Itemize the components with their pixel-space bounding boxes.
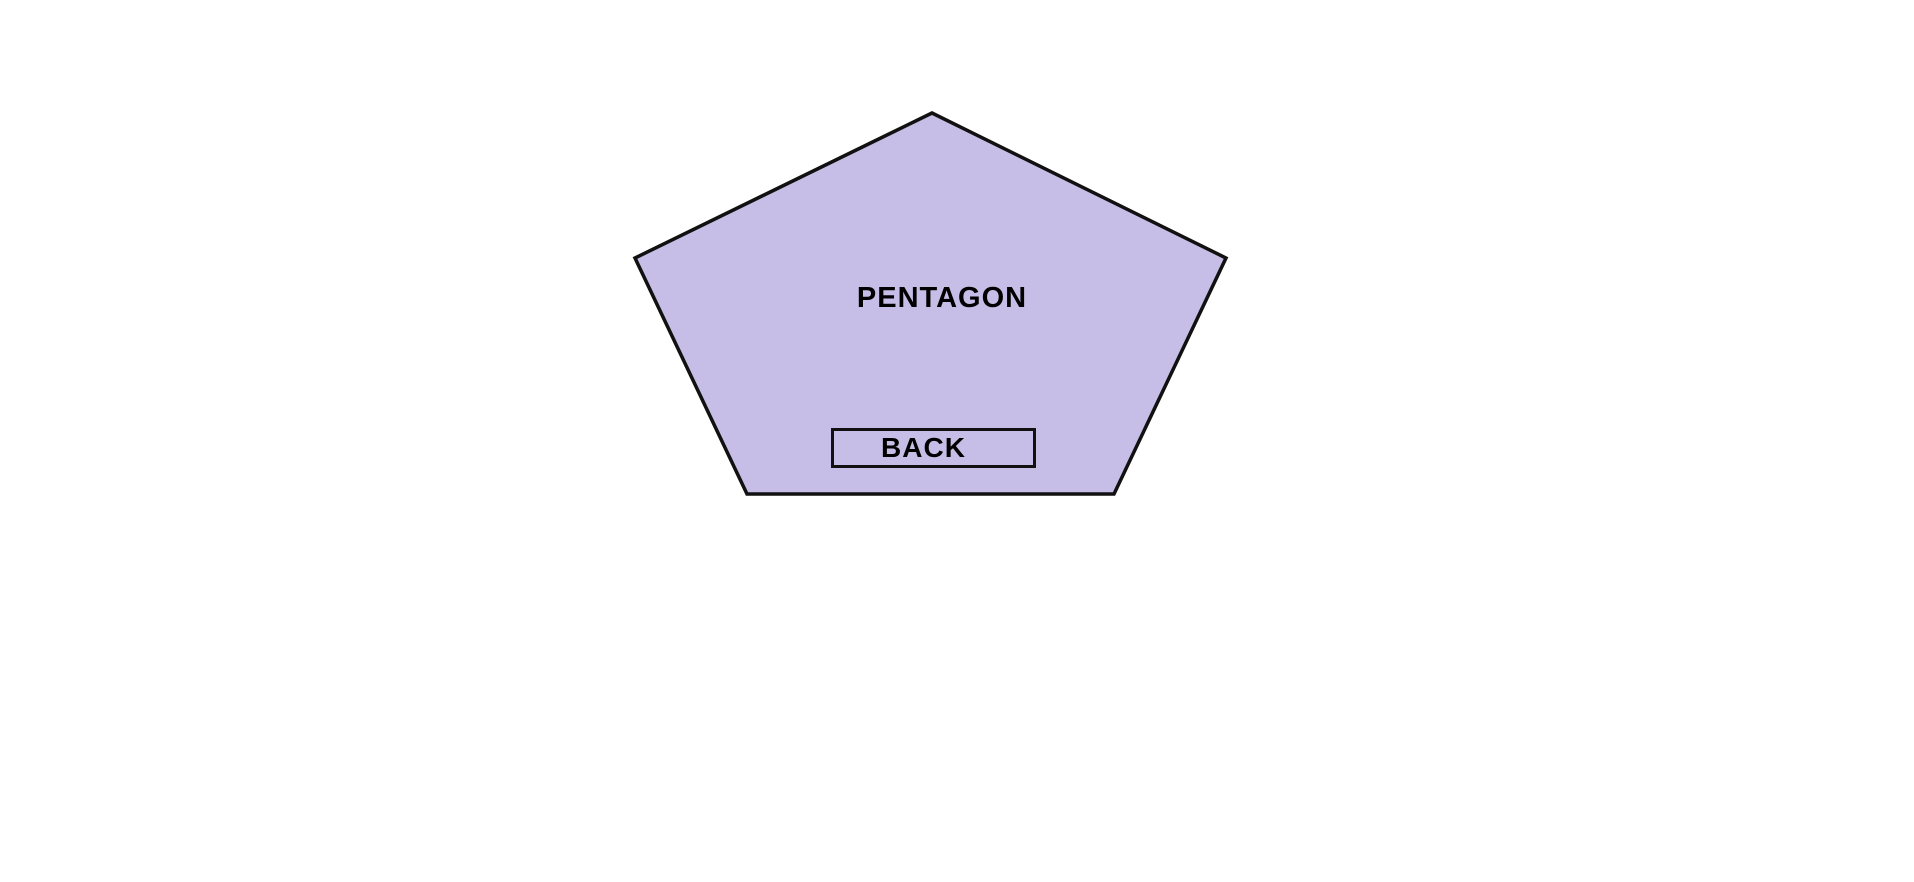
back-button-label: BACK — [881, 432, 966, 463]
back-button[interactable]: BACK — [831, 428, 1036, 468]
page-title: PENTAGON — [856, 282, 1028, 314]
pentagon-polygon — [632, 111, 1229, 496]
